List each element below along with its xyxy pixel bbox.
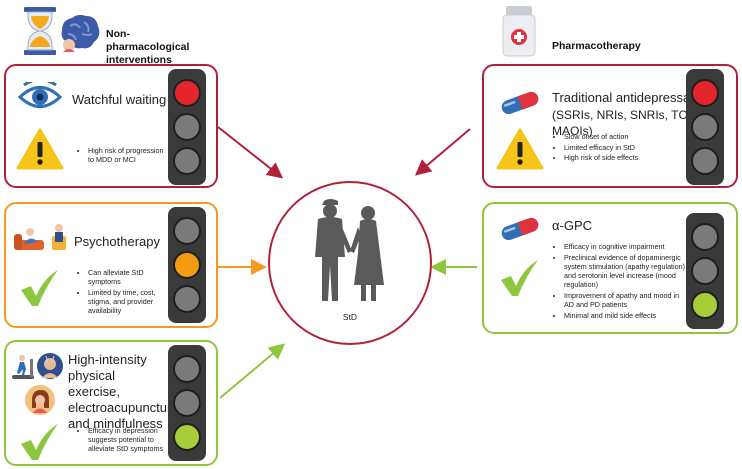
light-amber — [173, 113, 201, 141]
light-red — [691, 223, 719, 251]
bullet: Can alleviate StD symptoms — [88, 268, 172, 286]
traffic-light-antidepressants — [686, 69, 724, 185]
light-green — [691, 147, 719, 175]
traffic-light-alpha-gpc — [686, 213, 724, 329]
light-green — [173, 285, 201, 313]
medicine-bottle-icon — [500, 5, 538, 57]
bullet: Improvement of apathy and mood in AD and… — [564, 291, 690, 309]
arrow-antidepressants — [414, 128, 471, 176]
card-psychotherapy: Psychotherapy Can alleviate StD symptoms… — [4, 202, 218, 328]
light-amber — [691, 257, 719, 285]
arrow-exercise — [219, 343, 286, 399]
std-label: StD — [342, 312, 358, 322]
warning-icon — [496, 128, 544, 170]
brain-icon — [58, 12, 102, 56]
bullet: Limited by time, cost, stigma, and provi… — [88, 288, 172, 316]
bullet: Slow onset of action — [564, 132, 684, 141]
bullet: Efficacy in cognitive impairment — [564, 242, 690, 251]
light-red — [173, 217, 201, 245]
antidepressants-title: Traditional antidepressants — [552, 90, 708, 105]
bullet: Efficacy in depression suggests potentia… — [88, 426, 172, 454]
bullet: Minimal and mild side effects — [564, 311, 690, 320]
traffic-light-exercise — [168, 345, 206, 461]
watchful-waiting-bullets: High risk of progression to MDD or MCI — [76, 146, 168, 166]
light-green — [173, 147, 201, 175]
alpha-gpc-bullets: Efficacy in cognitive impairment Preclin… — [552, 242, 690, 322]
antidepressants-bullets: Slow onset of action Limited efficacy in… — [552, 132, 684, 164]
card-watchful-waiting: Watchful waiting High risk of progressio… — [4, 64, 218, 188]
traffic-light-psychotherapy — [168, 207, 206, 323]
arrow-watchful — [217, 126, 284, 179]
std-circle — [268, 181, 432, 345]
mindfulness-icon — [24, 384, 56, 416]
watchful-waiting-title: Watchful waiting — [72, 92, 167, 107]
light-amber — [173, 389, 201, 417]
light-red — [691, 79, 719, 107]
acupuncture-head-icon — [36, 352, 64, 380]
checkmark-icon — [18, 268, 60, 308]
eye-icon — [18, 82, 62, 112]
pill-capsule-icon — [498, 90, 542, 116]
exercise-bullets: Efficacy in depression suggests potentia… — [76, 426, 172, 455]
non-pharmacological-header: Non-pharmacological interventions — [106, 28, 190, 66]
checkmark-icon — [18, 422, 60, 462]
therapy-session-icon — [12, 222, 72, 252]
traffic-light-watchful — [168, 69, 206, 185]
card-exercise: High-intensity physical exercise, electr… — [4, 340, 218, 466]
light-green — [173, 423, 201, 451]
card-antidepressants: Traditional antidepressants (SSRIs, NRIs… — [482, 64, 738, 188]
bullet: Preclinical evidence of dopaminergic sys… — [564, 253, 690, 290]
card-alpha-gpc: α-GPC Efficacy in cognitive impairment P… — [482, 202, 738, 334]
bullet: Limited efficacy in StD — [564, 143, 684, 152]
treadmill-icon — [12, 354, 36, 380]
exercise-title: High-intensity physical exercise, electr… — [68, 352, 179, 431]
psychotherapy-title: Psychotherapy — [74, 234, 160, 249]
hourglass-icon — [22, 6, 58, 56]
elderly-couple-icon — [298, 197, 402, 307]
alpha-gpc-title: α-GPC — [552, 218, 593, 233]
pharmacotherapy-header: Pharmacotherapy — [552, 40, 641, 52]
light-amber — [691, 113, 719, 141]
light-amber — [173, 251, 201, 279]
bullet: High risk of progression to MDD or MCI — [88, 146, 168, 164]
bullet: High risk of side effects — [564, 153, 684, 162]
light-red — [173, 79, 201, 107]
antidepressants-subtitle: (SSRIs, NRIs, SNRIs, TCAs, MAOIs) — [552, 108, 705, 138]
warning-icon — [16, 128, 64, 170]
pill-capsule-icon — [498, 216, 542, 242]
checkmark-icon — [498, 258, 540, 298]
psychotherapy-bullets: Can alleviate StD symptoms Limited by ti… — [76, 268, 172, 317]
light-red — [173, 355, 201, 383]
light-green — [691, 291, 719, 319]
